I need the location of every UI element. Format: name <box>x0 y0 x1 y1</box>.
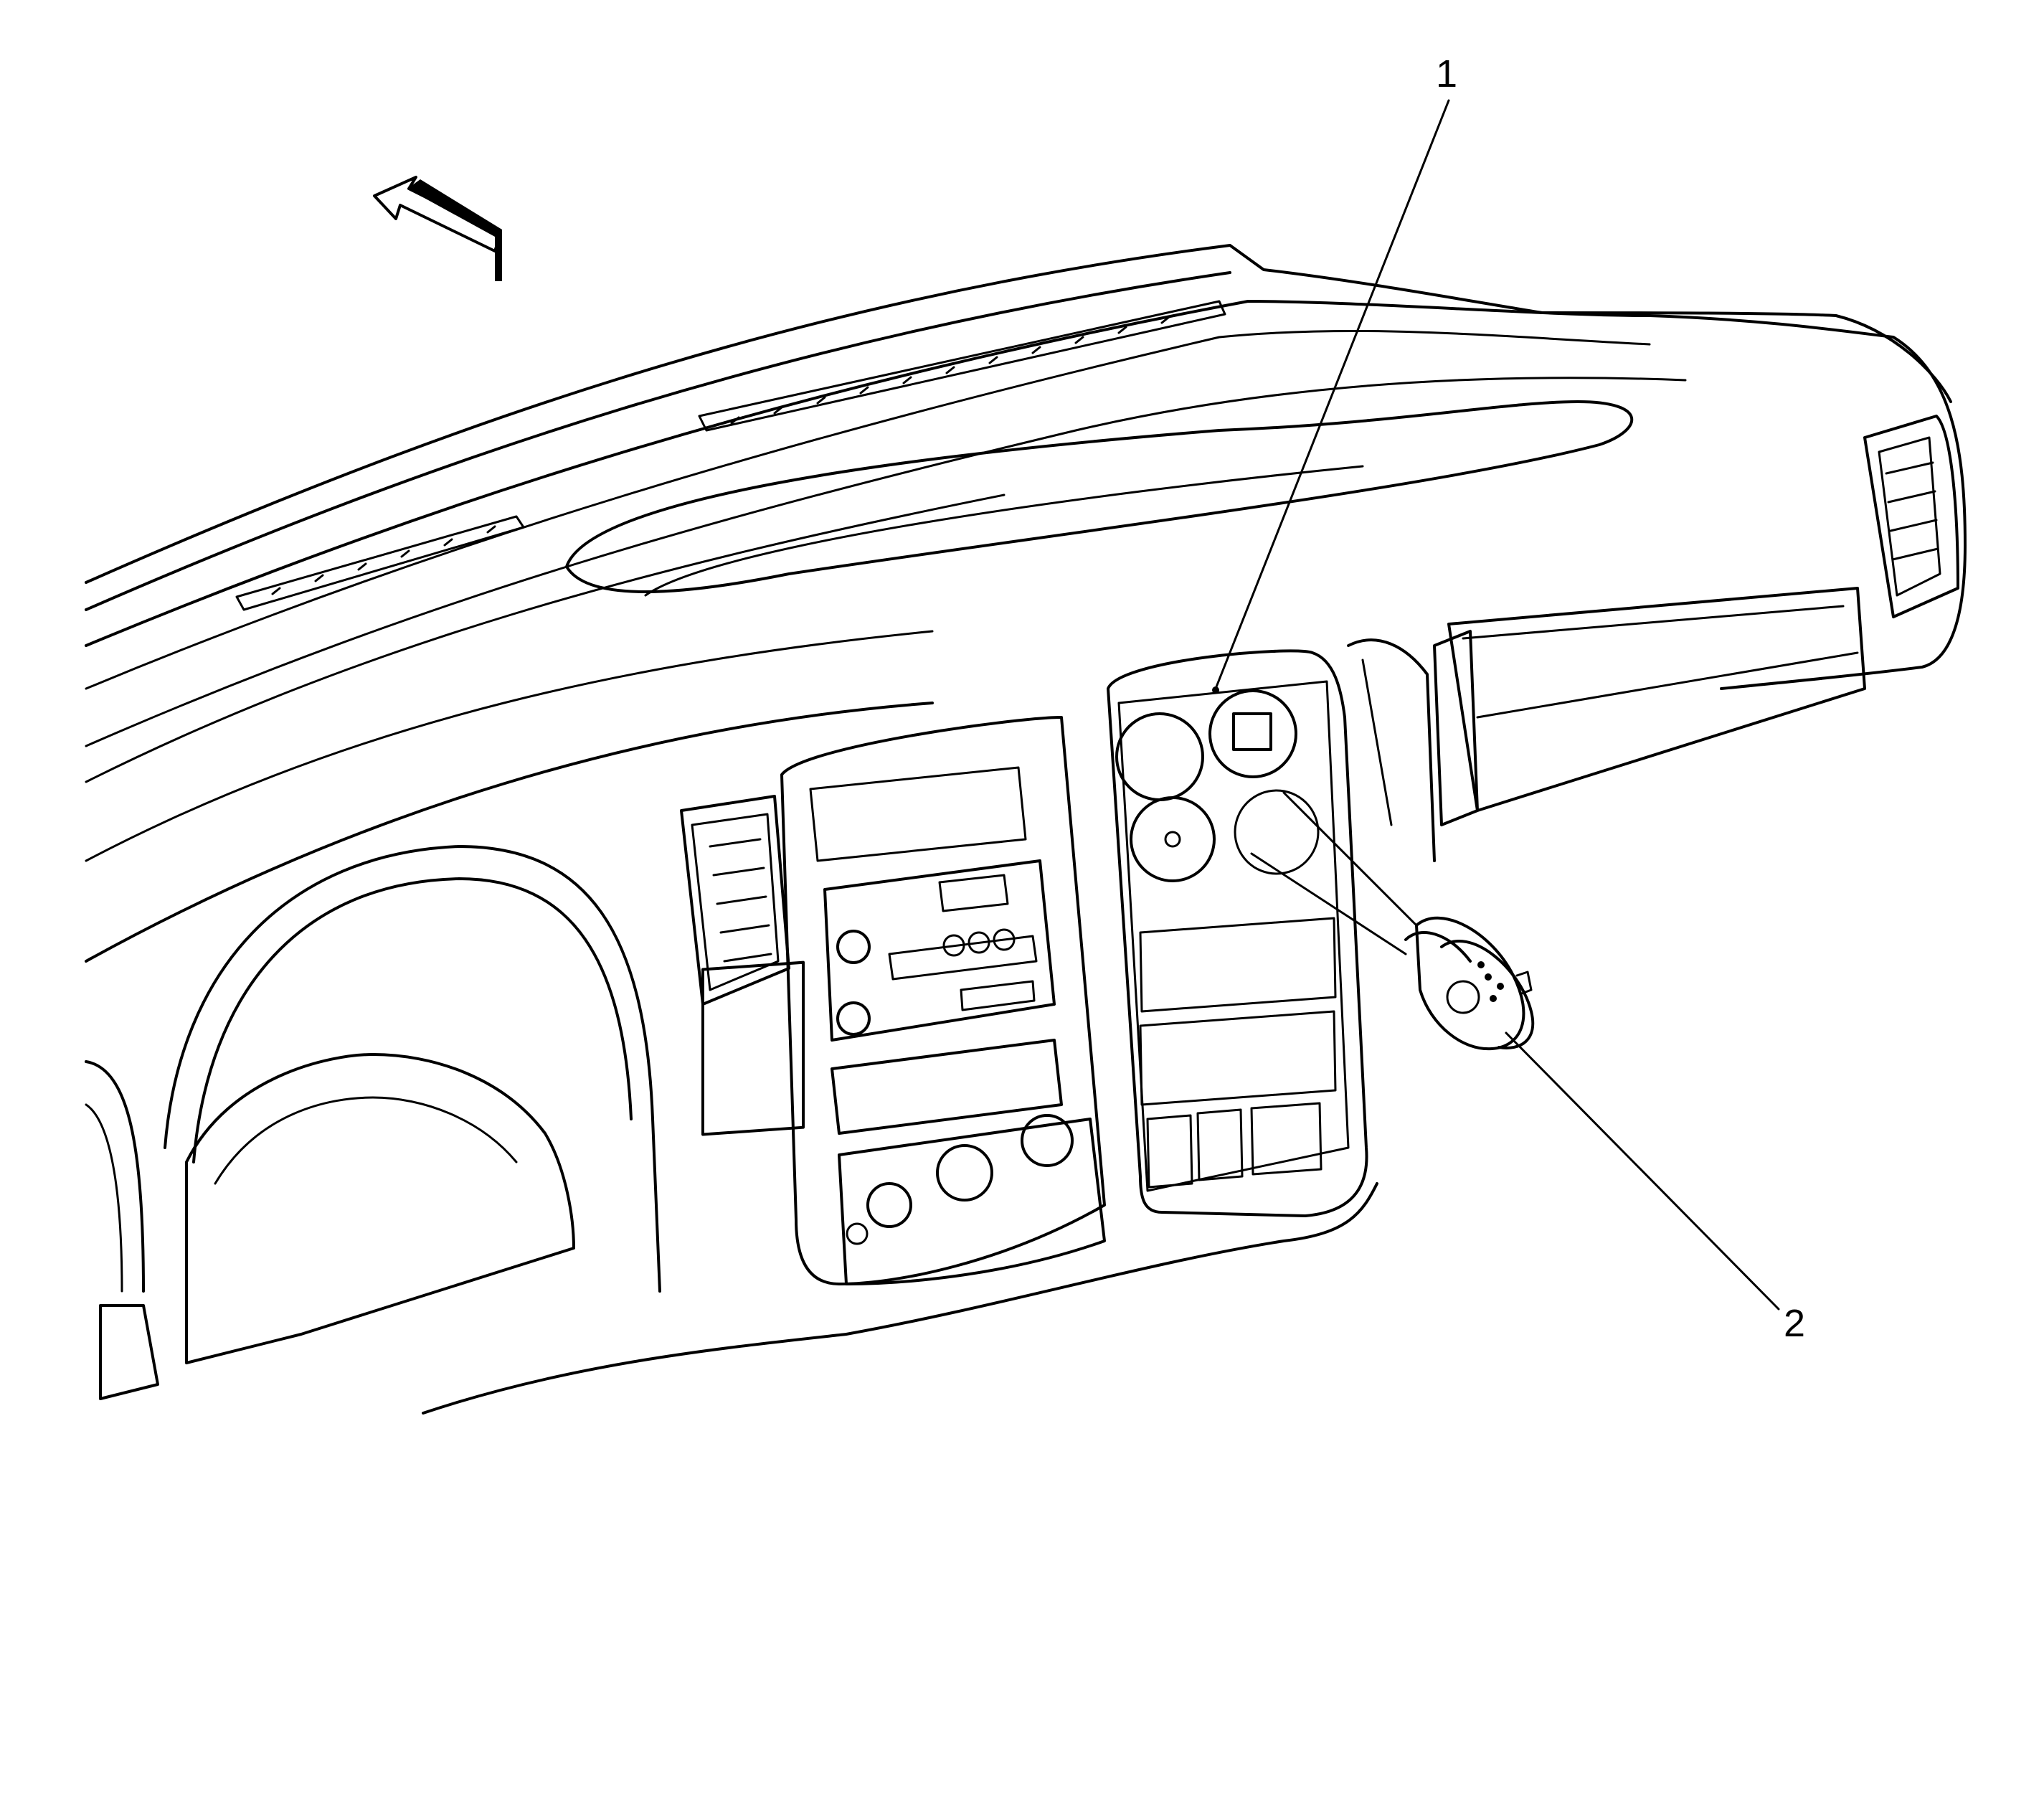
headlamp-switch-icon <box>1404 916 1535 1051</box>
gauge-panel <box>1107 649 1368 1217</box>
instrument-panel-upper <box>85 244 1967 963</box>
callout-label-1: 1 <box>1436 52 1458 95</box>
right-air-vent <box>1863 415 1959 618</box>
leader-line-1 <box>1214 99 1450 690</box>
leader-point-1 <box>1212 686 1219 694</box>
switch-guide-line-b <box>1250 852 1407 955</box>
leader-line-2 <box>1505 1031 1780 1311</box>
direction-arrow-icon <box>373 176 502 281</box>
left-air-vent <box>680 795 790 1006</box>
center-stack <box>780 716 1106 1285</box>
defroster-vents <box>235 300 1226 611</box>
callout-label-2: 2 <box>1784 1302 1806 1345</box>
glovebox <box>1433 587 1866 826</box>
cluster-hood <box>85 845 661 1400</box>
switch-guide-line-a <box>1282 791 1418 927</box>
